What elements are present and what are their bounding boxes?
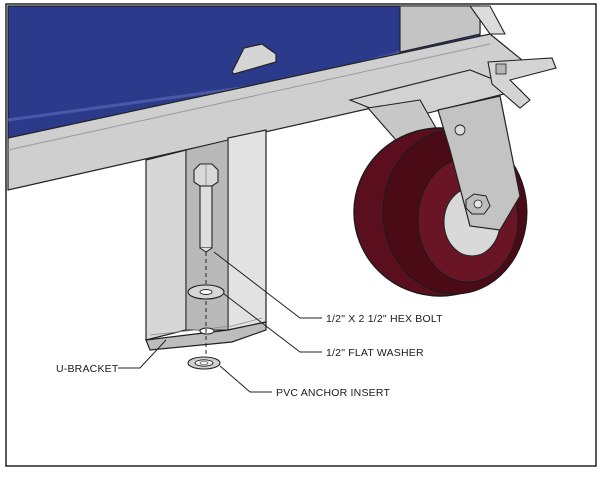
u-bracket-leader: [118, 339, 167, 369]
flat-washer-label: 1/2" FLAT WASHER: [326, 347, 424, 359]
frame-rail: [7, 5, 523, 191]
anchor-insert-label: PVC ANCHOR INSERT: [276, 387, 390, 399]
leader-lines: [118, 251, 322, 393]
u-bracket-label: U-BRACKET: [56, 363, 119, 375]
pvc-anchor-insert: [187, 356, 221, 370]
hex-bolt: [193, 163, 219, 362]
hex-bolt-label: 1/2" X 2 1/2" HEX BOLT: [326, 313, 443, 325]
flat-washer: [187, 284, 225, 300]
anchor-insert-leader: [219, 365, 272, 393]
hex-bolt-leader: [213, 251, 322, 319]
flat-washer-leader: [223, 293, 322, 353]
caster-wheel: [348, 57, 557, 297]
